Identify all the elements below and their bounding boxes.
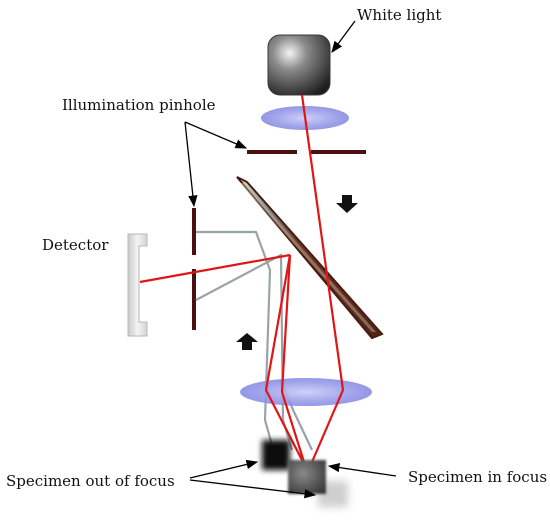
lower-lens xyxy=(240,378,372,406)
white-light-source xyxy=(267,34,331,96)
specimen-in-focus xyxy=(288,460,326,494)
white-light-cube-icon xyxy=(267,34,331,96)
detector-bracket-icon xyxy=(127,233,148,337)
label-specimen-out-of-focus: Specimen out of focus xyxy=(6,472,175,490)
dichroic-mirror xyxy=(236,176,384,340)
label-detector: Detector xyxy=(42,236,109,254)
label-white-light: White light xyxy=(357,6,441,24)
label-illumination-pinhole: Illumination pinhole xyxy=(62,96,216,114)
annotation-arrows xyxy=(184,20,397,499)
arrow-up-icon xyxy=(236,333,258,350)
arrow-down-icon xyxy=(336,195,358,213)
label-specimen-in-focus: Specimen in focus xyxy=(408,468,547,486)
illumination-beams xyxy=(139,94,345,463)
